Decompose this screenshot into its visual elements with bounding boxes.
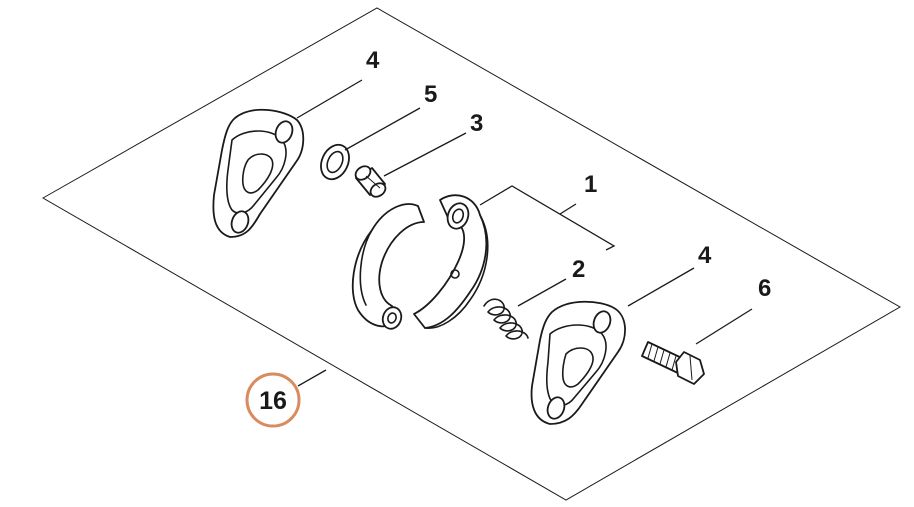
callout-washer: 5 xyxy=(424,81,437,108)
assembly-number-badge[interactable]: 16 xyxy=(245,372,301,428)
spring xyxy=(483,298,529,340)
assembly-frame xyxy=(41,7,902,501)
assembly-number-ring xyxy=(245,372,301,428)
sleeve xyxy=(354,165,387,198)
assembly-number: 16 xyxy=(259,387,287,415)
leader-brake-shoes-stem xyxy=(559,203,577,215)
washer xyxy=(320,143,350,181)
leader-plate-top xyxy=(296,79,363,119)
callout-plate-bottom: 4 xyxy=(698,242,712,269)
brake-shoe-right xyxy=(413,194,489,329)
callout-brake-shoes: 1 xyxy=(584,171,597,198)
bolt xyxy=(641,341,705,385)
leader-bolt xyxy=(695,308,753,345)
leader-plate-bottom xyxy=(627,267,695,307)
brake-plate-top xyxy=(212,108,305,238)
leader-spring xyxy=(517,278,567,307)
leader-washer xyxy=(344,107,421,151)
brake-plate-bottom xyxy=(530,300,626,425)
callout-bolt: 6 xyxy=(758,275,771,302)
leader-sleeve xyxy=(383,132,467,177)
brake-shoe-left xyxy=(351,203,425,330)
callout-sleeve: 3 xyxy=(470,110,483,137)
callout-plate-top: 4 xyxy=(366,47,380,74)
leader-brake-shoes xyxy=(479,185,616,251)
leader-assembly xyxy=(297,369,327,387)
callout-spring: 2 xyxy=(572,256,585,283)
